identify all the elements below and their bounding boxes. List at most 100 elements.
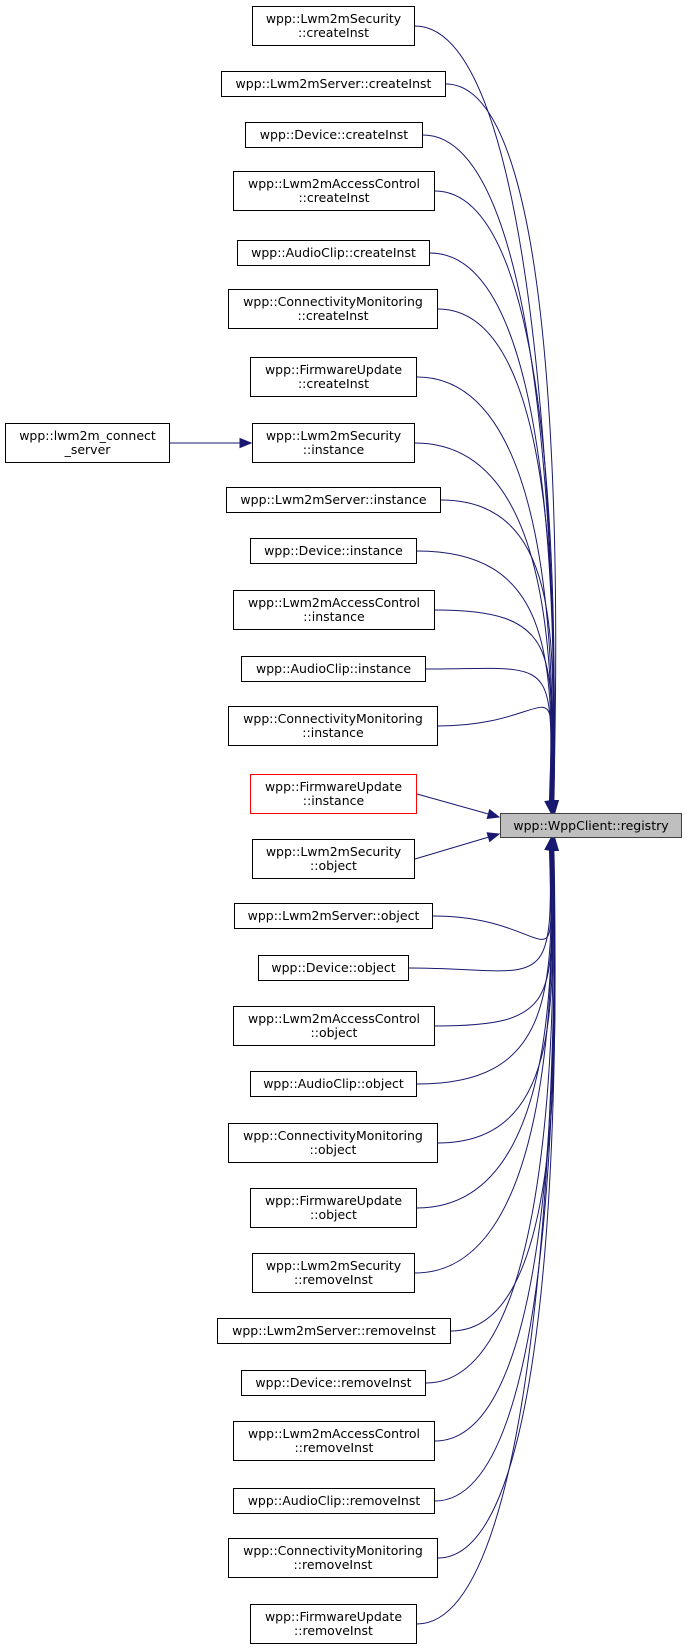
call-edge (437, 706, 552, 802)
node-label-line: ::object (309, 1142, 357, 1157)
caller-node[interactable]: wpp::ConnectivityMonitoring::instance (228, 706, 438, 746)
caller-node[interactable]: wpp::AudioClip::instance (241, 656, 426, 682)
arrowhead (486, 832, 501, 843)
call-edge (425, 849, 554, 1384)
call-edge (434, 609, 553, 802)
node-label-line: wpp::ConnectivityMonitoring (243, 1543, 423, 1558)
caller-node[interactable]: wpp::ConnectivityMonitoring::removeInst (228, 1538, 438, 1578)
caller-node[interactable]: wpp::Device::object (258, 955, 409, 981)
node-label-line: wpp::Lwm2mServer::instance (240, 492, 427, 507)
node-label-line: wpp::Device::object (271, 960, 396, 975)
node-label-line: wpp::FirmwareUpdate (264, 1193, 403, 1208)
node-label-line: wpp::FirmwareUpdate (264, 1609, 403, 1624)
node-label-line: wpp::FirmwareUpdate (264, 779, 403, 794)
caller-node[interactable]: wpp::ConnectivityMonitoring::object (228, 1123, 438, 1163)
call-edge (437, 849, 556, 1559)
node-label-line: ::instance (302, 793, 365, 808)
call-edge (440, 499, 554, 802)
node-label-line: ::object (310, 858, 357, 873)
node-label-line: ::createInst (297, 25, 370, 40)
node-label-line: wpp::Lwm2mServer::createInst (235, 76, 432, 91)
node-label-line: wpp::Lwm2mAccessControl (248, 176, 420, 191)
call-edge (437, 308, 555, 802)
node-label-line: wpp::FirmwareUpdate (264, 362, 403, 377)
call-edge (416, 793, 489, 815)
node-label-line: wpp::Lwm2mSecurity (265, 1258, 402, 1273)
call-edge (414, 849, 553, 1274)
call-edge (414, 25, 556, 802)
node-label-line: wpp::ConnectivityMonitoring (243, 1128, 423, 1143)
node-label-line: wpp::Device::createInst (259, 127, 409, 142)
call-edge (437, 849, 554, 1144)
node-label-line: wpp::ConnectivityMonitoring (243, 294, 423, 309)
caller-node[interactable]: wpp::FirmwareUpdate::instance (250, 774, 417, 814)
node-label-line: wpp::lwm2m_connect (19, 428, 156, 443)
node-label-line: ::instance (302, 725, 364, 740)
node-label-line: wpp::AudioClip::object (263, 1076, 404, 1091)
node-label-line: wpp::ConnectivityMonitoring (243, 711, 423, 726)
node-label-line: ::instance (302, 442, 365, 457)
caller-node[interactable]: wpp::ConnectivityMonitoring::createInst (228, 289, 438, 329)
node-label-line: ::removeInst (294, 1623, 373, 1638)
arrowhead (486, 808, 501, 819)
caller-node[interactable]: wpp::Device::removeInst (241, 1370, 426, 1396)
caller-node[interactable]: wpp::Lwm2mSecurity::instance (252, 423, 415, 463)
call-edge (416, 849, 552, 1085)
node-label-line: wpp::Lwm2mServer::object (247, 908, 420, 923)
caller-node[interactable]: wpp::Lwm2mAccessControl::instance (233, 590, 435, 630)
node-label-line: wpp::Lwm2mSecurity (265, 11, 402, 26)
node-label-line: _server (64, 442, 111, 457)
node-label-line: ::removeInst (293, 1557, 373, 1572)
call-edge (445, 83, 557, 802)
call-edge (416, 849, 556, 1625)
caller-node[interactable]: wpp::Lwm2mSecurity::createInst (252, 6, 415, 46)
node-label-line: ::createInst (297, 308, 369, 323)
node-label-line: ::removeInst (294, 1440, 374, 1455)
caller-node[interactable]: wpp::AudioClip::createInst (237, 240, 430, 266)
caller-node[interactable]: wpp::AudioClip::object (250, 1071, 417, 1097)
caller-node[interactable]: wpp::Lwm2mSecurity::removeInst (252, 1253, 415, 1293)
caller-node[interactable]: wpp::Lwm2mServer::object (234, 903, 433, 929)
call-edge (429, 252, 555, 802)
node-label-line: ::createInst (298, 190, 370, 205)
node-label-line: ::object (310, 1025, 358, 1040)
node-label-line: wpp::Device::instance (264, 543, 403, 558)
call-edge (425, 667, 552, 802)
caller-node[interactable]: wpp::Device::instance (250, 538, 417, 564)
call-edge (416, 550, 552, 802)
caller-node[interactable]: wpp::Lwm2mAccessControl::createInst (233, 171, 435, 211)
node-label-line: wpp::AudioClip::createInst (251, 245, 416, 260)
node-label-line: ::instance (303, 609, 365, 624)
caller-node[interactable]: wpp::Device::createInst (245, 122, 423, 148)
node-label-line: ::object (310, 1207, 357, 1222)
arrowhead (239, 437, 253, 449)
caller-node[interactable]: wpp::FirmwareUpdate::removeInst (250, 1604, 417, 1644)
node-label-line: wpp::Lwm2mAccessControl (248, 595, 420, 610)
caller-node[interactable]: wpp::Lwm2mAccessControl::object (233, 1006, 435, 1046)
caller-node[interactable]: wpp::FirmwareUpdate::object (250, 1188, 417, 1228)
caller-node[interactable]: wpp::Lwm2mServer::removeInst (217, 1318, 451, 1344)
caller-node[interactable]: wpp::FirmwareUpdate::createInst (250, 357, 417, 397)
caller-node[interactable]: wpp::AudioClip::removeInst (233, 1488, 435, 1514)
node-label-line: wpp::Lwm2mServer::removeInst (232, 1323, 436, 1338)
node-label-line: wpp::Lwm2mSecurity (265, 844, 402, 859)
node-label-line: ::removeInst (294, 1272, 373, 1287)
node-label-line: wpp::Lwm2mAccessControl (248, 1011, 420, 1026)
caller-node[interactable]: wpp::Lwm2mSecurity::object (252, 839, 415, 879)
caller-node[interactable]: wpp::Lwm2mServer::createInst (221, 71, 446, 97)
call-edge (414, 836, 489, 860)
caller-node-lwm2m-connect-server[interactable]: wpp::lwm2m_connect _server (5, 423, 170, 463)
caller-node[interactable]: wpp::Lwm2mAccessControl::removeInst (233, 1421, 435, 1461)
node-label-line: wpp::Device::removeInst (255, 1375, 412, 1390)
node-label-line: ::createInst (297, 376, 370, 391)
target-node-wppclient-registry[interactable]: wpp::WppClient::registry (500, 813, 682, 838)
node-label: wpp::WppClient::registry (513, 817, 669, 833)
caller-node[interactable]: wpp::Lwm2mServer::instance (226, 487, 441, 513)
node-label-line: wpp::AudioClip::instance (255, 661, 412, 676)
call-edge (432, 849, 552, 940)
node-label-line: wpp::Lwm2mSecurity (265, 428, 402, 443)
node-label-line: wpp::AudioClip::removeInst (247, 1493, 421, 1508)
call-edge (422, 134, 555, 802)
node-label-line: wpp::Lwm2mAccessControl (248, 1426, 420, 1441)
